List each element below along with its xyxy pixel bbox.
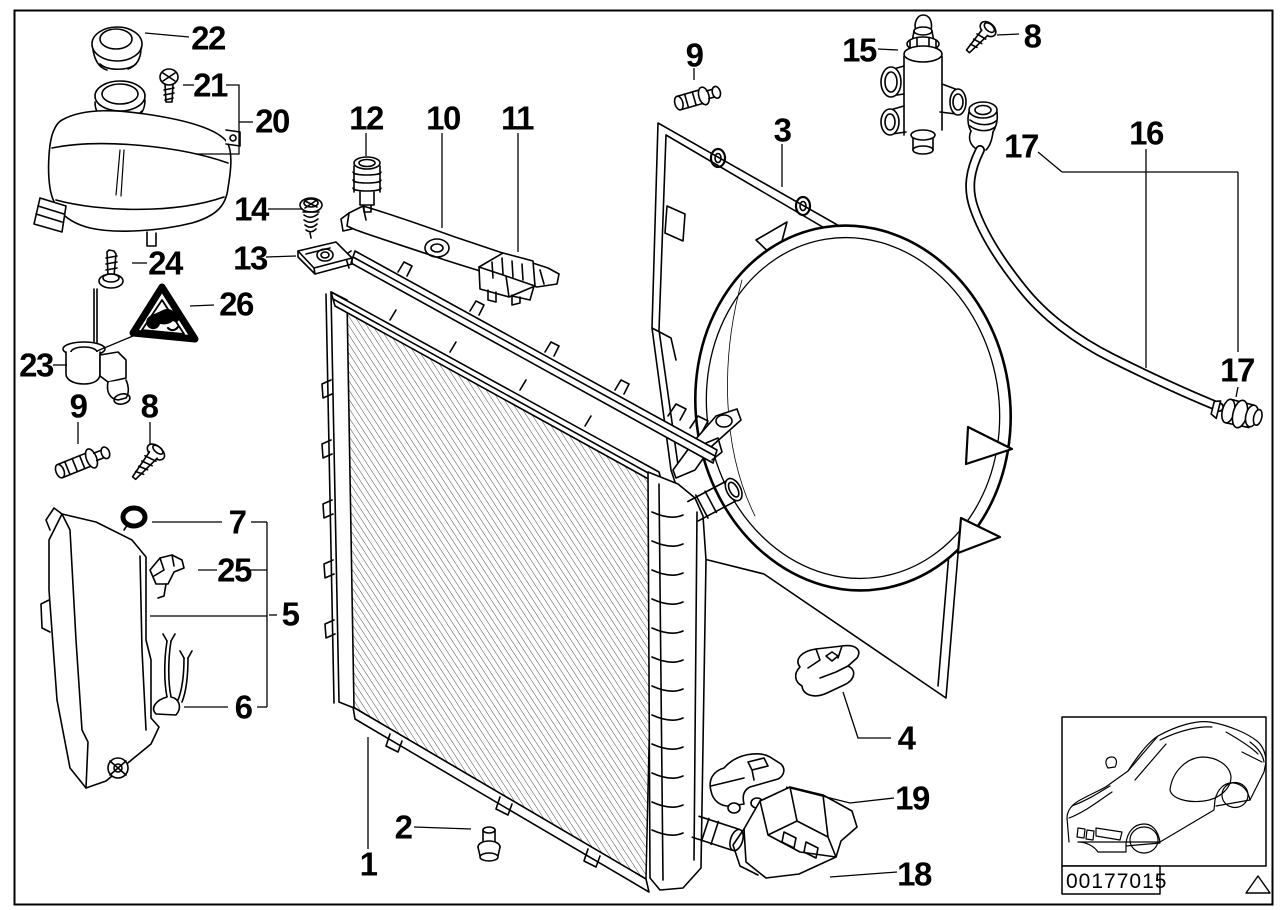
connector-17-top-drawing xyxy=(967,101,999,151)
callout-1[interactable]: 1 xyxy=(360,846,380,883)
callout-24[interactable]: 24 xyxy=(148,245,185,282)
leader-line xyxy=(144,32,190,38)
radiator-drawing xyxy=(321,291,745,893)
expansion-tank-drawing xyxy=(33,80,241,247)
fan-opening xyxy=(694,224,1012,592)
drain-plug-2-drawing xyxy=(477,826,501,862)
holder-11-drawing xyxy=(478,252,536,306)
clip-4-drawing xyxy=(794,644,860,697)
leader-line xyxy=(265,255,297,258)
leader-line xyxy=(1037,151,1063,173)
clip-6-drawing xyxy=(152,633,193,716)
leader-line xyxy=(996,33,1020,36)
bracket-25-drawing xyxy=(149,554,185,599)
warning-triangle-icon xyxy=(1245,875,1271,894)
callout-8-left[interactable]: 8 xyxy=(141,388,161,425)
leader-line xyxy=(829,871,898,878)
leader-lines xyxy=(53,32,1239,878)
leader-line xyxy=(1235,386,1239,398)
hose-16-drawing xyxy=(965,145,1224,412)
callout-7[interactable]: 7 xyxy=(229,504,248,541)
callout-3[interactable]: 3 xyxy=(774,112,794,149)
callout-26[interactable]: 26 xyxy=(219,286,255,323)
pin-9-top-drawing xyxy=(673,85,722,111)
callout-18[interactable]: 18 xyxy=(897,856,933,893)
leader-line xyxy=(842,691,891,739)
stamp-box xyxy=(1061,865,1161,895)
callout-15[interactable]: 15 xyxy=(842,32,878,69)
callout-5[interactable]: 5 xyxy=(282,596,302,633)
callout-12[interactable]: 12 xyxy=(349,100,385,137)
callout-9-left[interactable]: 9 xyxy=(70,388,90,425)
pin-9-left-drawing xyxy=(54,446,111,479)
screw-8-left-drawing xyxy=(131,443,166,481)
callout-6[interactable]: 6 xyxy=(235,689,255,726)
cap-22-drawing xyxy=(91,26,143,71)
image-stamp-number: 00177015 xyxy=(1066,870,1167,893)
callout-22[interactable]: 22 xyxy=(191,20,227,57)
leader-line xyxy=(96,335,134,352)
kidney-grille xyxy=(1076,827,1095,841)
leader-line xyxy=(189,304,215,307)
callout-4[interactable]: 4 xyxy=(898,720,919,757)
callout-14[interactable]: 14 xyxy=(234,191,271,228)
clip-nut-13-drawing xyxy=(297,241,353,275)
callout-13[interactable]: 13 xyxy=(233,240,269,277)
callout-11[interactable]: 11 xyxy=(501,100,536,137)
callout-10[interactable]: 10 xyxy=(426,100,461,137)
leader-line xyxy=(413,826,472,830)
callout-9-top[interactable]: 9 xyxy=(686,37,706,74)
leader-line xyxy=(196,84,240,155)
leader-line xyxy=(877,48,899,51)
callout-25[interactable]: 25 xyxy=(217,552,253,589)
callout-16[interactable]: 16 xyxy=(1129,115,1165,152)
screw-21-drawing xyxy=(159,68,179,103)
screw-14-drawing xyxy=(299,197,323,239)
car-thumbnail xyxy=(1061,716,1267,867)
callout-20[interactable]: 20 xyxy=(255,103,290,140)
bracket-18-drawing xyxy=(732,786,858,879)
callout-2[interactable]: 2 xyxy=(395,809,415,846)
callout-17-top[interactable]: 17 xyxy=(1004,128,1039,165)
callout-21[interactable]: 21 xyxy=(193,67,229,104)
leader-line xyxy=(785,786,895,804)
fan-shroud-drawing xyxy=(651,122,1014,699)
callout-19[interactable]: 19 xyxy=(895,780,931,817)
level-sensor-23-drawing xyxy=(62,288,131,405)
connector-17-bottom-drawing xyxy=(1210,398,1263,429)
callout-8-top[interactable]: 8 xyxy=(1024,18,1044,55)
grommet-7-drawing xyxy=(120,505,148,531)
vent-valve-15-drawing xyxy=(880,14,967,155)
shield-5-drawing xyxy=(40,507,160,789)
screw-8-top-drawing xyxy=(965,20,997,54)
callout-23[interactable]: 23 xyxy=(19,347,55,384)
callout-17-bottom[interactable]: 17 xyxy=(1220,352,1255,389)
plug-12-drawing xyxy=(352,156,382,213)
radiator-top-port xyxy=(687,477,743,522)
warning-triangle-26-drawing xyxy=(129,283,199,343)
screw-24-drawing xyxy=(98,249,124,289)
